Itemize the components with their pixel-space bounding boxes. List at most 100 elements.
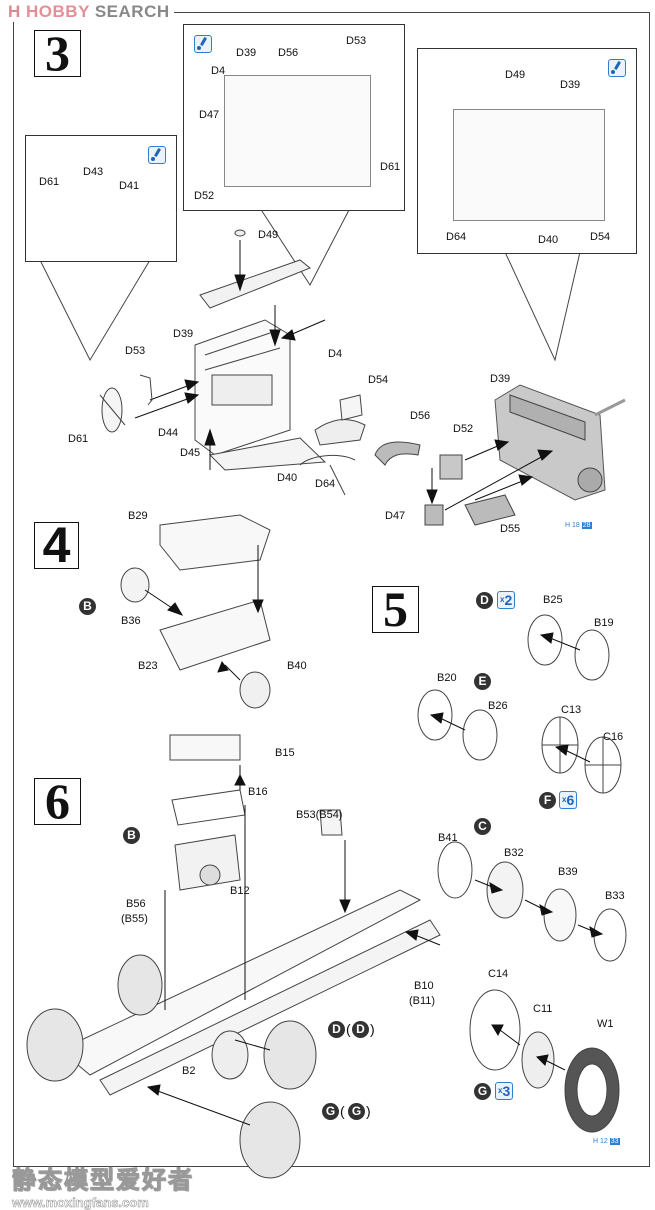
part-label: D45 — [180, 447, 201, 459]
fan-inset-pointer — [39, 259, 151, 362]
part-label: B56 — [126, 898, 146, 910]
fan-part — [99, 387, 126, 433]
part-label: D54 — [368, 374, 389, 386]
part-label: B26 — [488, 700, 508, 712]
part-label: B16 — [248, 786, 268, 798]
page-ref-prefix: H — [593, 1138, 599, 1145]
paren-open: ( — [346, 1021, 351, 1037]
subassembly-badge-b: B — [123, 827, 140, 844]
part-label: B41 — [438, 832, 458, 844]
quantity-badge: x3 — [495, 1082, 514, 1100]
part-label: C11 — [533, 1003, 553, 1015]
step-6-number: 6 — [34, 776, 81, 826]
part-label: B12 — [230, 885, 250, 897]
subassembly-badge-d: D — [328, 1021, 345, 1038]
part-label: B39 — [558, 866, 578, 878]
part-label: B33 — [605, 890, 625, 902]
part-label: D64 — [315, 478, 336, 490]
watermark-hobby: HOBBY — [26, 2, 90, 21]
part-label: D39 — [560, 79, 581, 91]
part-label: C16 — [603, 731, 624, 743]
part-label: D52 — [453, 423, 474, 435]
part-label: D49 — [505, 69, 526, 81]
part-label: W1 — [597, 1018, 614, 1030]
part-label: D53 — [125, 345, 146, 357]
chassis-frame — [26, 734, 441, 1179]
paint-brush-icon — [608, 59, 626, 77]
moxingfans-watermark: 静态模型爱好者 www.moxingfans.com — [12, 1160, 194, 1210]
quantity-value: 3 — [502, 1083, 511, 1099]
subassembly-badge-d: D — [476, 592, 493, 609]
right-inset-pointer — [504, 251, 581, 362]
part-label: D54 — [590, 231, 611, 243]
sprocket-wheels — [417, 614, 622, 794]
part-label: C13 — [561, 704, 582, 716]
step-5-number: 5 — [372, 584, 419, 634]
inset-fan-assembly: D61 D43 D41 — [25, 135, 177, 262]
engine-assembled — [494, 384, 626, 501]
part-label: D43 — [83, 166, 104, 178]
part-label: D53 — [346, 35, 367, 47]
inset-engine-left-view: D39 D56 D53 D4 D47 D61 D52 — [183, 24, 405, 211]
watermark-search: SEARCH — [94, 2, 170, 21]
hobbysearch-watermark: H HOBBY SEARCH — [4, 2, 174, 22]
part-label: D61 — [380, 161, 401, 173]
paren-close: ) — [366, 1103, 371, 1119]
part-label: D40 — [277, 472, 298, 484]
part-label: B19 — [594, 617, 614, 629]
part-label: D4 — [211, 65, 226, 77]
page-reference: H 18 28 — [565, 522, 592, 529]
subassembly-badge-g: G — [322, 1103, 339, 1120]
part-label: D49 — [258, 229, 279, 241]
part-label: D41 — [119, 180, 140, 192]
part-label: D61 — [68, 433, 89, 445]
part-label: B36 — [121, 615, 141, 627]
subassembly-badge-g: G — [474, 1083, 491, 1100]
subassembly-badge-d-alt: D — [352, 1021, 369, 1038]
engine-side-drawing — [224, 75, 371, 187]
watermark-chinese: 静态模型爱好者 — [12, 1167, 194, 1195]
subassembly-badge-g-alt: G — [348, 1103, 365, 1120]
part-label: B2 — [182, 1065, 196, 1077]
transfer-case-parts — [120, 514, 271, 709]
part-label: B53(B54) — [296, 809, 343, 821]
step-4-number: 4 — [34, 520, 79, 570]
page-ref-step: 28 — [581, 522, 592, 529]
page-ref-page: 12 — [600, 1138, 608, 1145]
part-label: (B11) — [409, 995, 436, 1007]
part-label: C14 — [488, 968, 509, 980]
subassembly-badge-b: B — [79, 598, 96, 615]
left-inset-pointer — [259, 207, 351, 286]
part-label: D61 — [39, 176, 60, 188]
instruction-sheet-border — [13, 12, 650, 1167]
part-label: B10 — [414, 980, 434, 992]
part-label: D55 — [500, 523, 521, 535]
paren-close: ) — [370, 1021, 375, 1037]
part-label: D40 — [538, 234, 559, 246]
part-label: D39 — [236, 47, 257, 59]
part-label: D4 — [328, 348, 343, 360]
part-label: B40 — [287, 660, 307, 672]
subassembly-badge-e: E — [474, 673, 491, 690]
part-label: B23 — [138, 660, 158, 672]
subassembly-badge-c: C — [474, 818, 491, 835]
quantity-value: 2 — [504, 592, 513, 608]
quantity-badge: x2 — [497, 591, 516, 609]
quantity-badge: x6 — [559, 791, 578, 809]
part-label: B20 — [437, 672, 457, 684]
paint-brush-icon — [148, 146, 166, 164]
paint-brush-icon — [194, 35, 212, 53]
part-label: D47 — [385, 510, 406, 522]
page-ref-step: 33 — [609, 1138, 620, 1145]
quantity-value: 6 — [566, 792, 575, 808]
part-label: B29 — [128, 510, 148, 522]
inset-engine-right-view: D49 D39 D64 D40 D54 — [417, 48, 637, 254]
engine-side-drawing — [453, 109, 605, 221]
watermark-url: www.moxingfans.com — [12, 1195, 149, 1210]
part-label: D44 — [158, 427, 179, 439]
engine-block-exploded — [194, 259, 366, 471]
subassembly-badge-f: F — [539, 792, 556, 809]
hobbysearch-logo-icon: H — [8, 2, 21, 21]
paren-open: ( — [340, 1103, 345, 1119]
